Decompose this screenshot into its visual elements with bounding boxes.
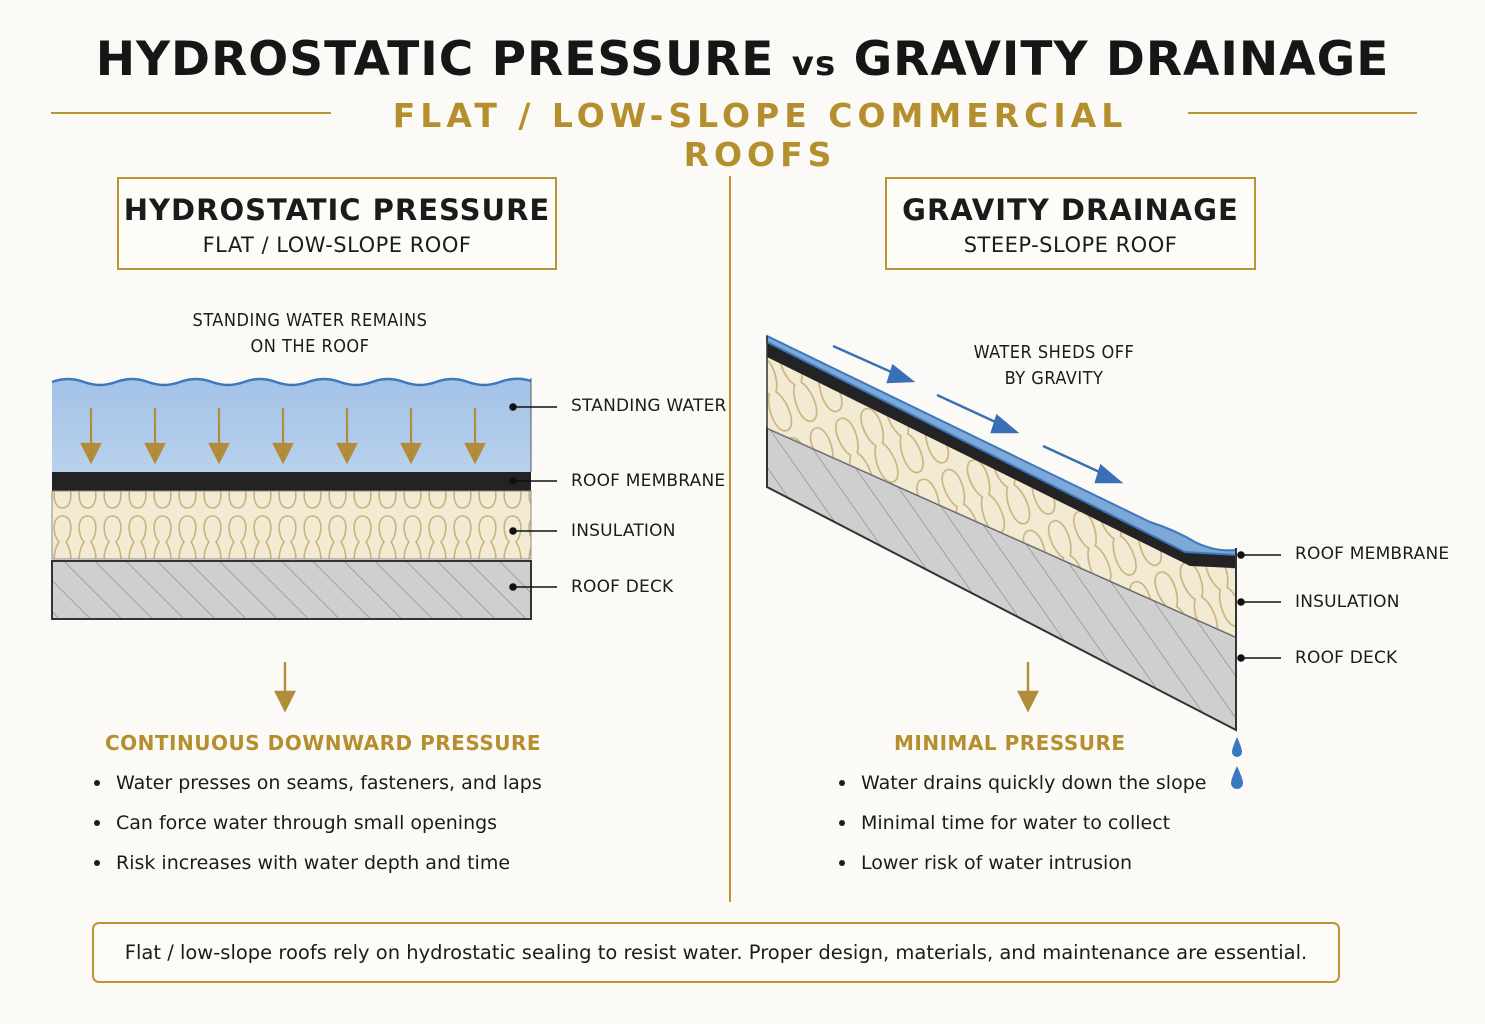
right-panel-heading: GRAVITY DRAINAGE <box>902 193 1239 227</box>
left-caption-line2: ON THE ROOF <box>250 336 370 357</box>
right-panel-subheading: STEEP-SLOPE ROOF <box>963 233 1178 257</box>
right-result-arrow <box>1017 662 1039 713</box>
label-roof-membrane-left: ROOF MEMBRANE <box>571 471 726 491</box>
label-roof-deck-left: ROOF DECK <box>571 577 674 597</box>
left-panel-subheading: FLAT / LOW-SLOPE ROOF <box>202 233 472 257</box>
title-left: HYDROSTATIC PRESSURE <box>95 32 775 87</box>
label-insulation-left: INSULATION <box>571 521 676 541</box>
right-leader-lines <box>1237 551 1281 662</box>
subtitle: FLAT / LOW-SLOPE COMMERCIAL ROOFS <box>392 96 1128 174</box>
left-bullet-list: Water presses on seams, fasteners, and l… <box>94 763 542 883</box>
subtitle-rule-left <box>51 112 331 114</box>
flow-arrows <box>832 344 1124 484</box>
roof-deck-layer <box>51 560 532 620</box>
right-bullet-3: Lower risk of water intrusion <box>839 843 1206 883</box>
sloped-roof-section <box>766 334 1281 789</box>
right-caption-line1: WATER SHEDS OFF <box>973 342 1135 363</box>
title-vs: vs <box>791 44 837 84</box>
title-right: GRAVITY DRAINAGE <box>853 32 1390 87</box>
left-caption: STANDING WATER REMAINS ON THE ROOF <box>150 308 470 360</box>
left-bullet-3: Risk increases with water depth and time <box>94 843 542 883</box>
left-bullet-1: Water presses on seams, fasteners, and l… <box>94 763 542 803</box>
label-roof-membrane-right: ROOF MEMBRANE <box>1295 544 1450 564</box>
right-bullet-list: Water drains quickly down the slope Mini… <box>839 763 1206 883</box>
center-divider <box>729 176 731 902</box>
footer-note: Flat / low-slope roofs rely on hydrostat… <box>124 941 1308 964</box>
left-leader-lines <box>509 403 557 591</box>
main-title: HYDROSTATIC PRESSURE vs GRAVITY DRAINAGE <box>0 32 1485 87</box>
pressure-arrows <box>80 408 486 465</box>
roof-membrane-layer <box>52 472 531 491</box>
label-standing-water: STANDING WATER <box>571 396 727 416</box>
left-caption-line1: STANDING WATER REMAINS <box>192 310 428 331</box>
right-bullet-2: Minimal time for water to collect <box>839 803 1206 843</box>
footer-note-box: Flat / low-slope roofs rely on hydrostat… <box>92 922 1340 983</box>
left-result-arrow <box>274 662 296 713</box>
left-panel-heading: HYDROSTATIC PRESSURE <box>123 193 551 227</box>
right-effect-heading: MINIMAL PRESSURE <box>894 731 1126 755</box>
left-effect-heading: CONTINUOUS DOWNWARD PRESSURE <box>105 731 542 755</box>
subtitle-rule-right <box>1188 112 1417 114</box>
right-caption: WATER SHEDS OFF BY GRAVITY <box>920 340 1188 392</box>
label-roof-deck-right: ROOF DECK <box>1295 648 1398 668</box>
right-panel-header: GRAVITY DRAINAGE STEEP-SLOPE ROOF <box>885 177 1256 270</box>
right-bullet-1: Water drains quickly down the slope <box>839 763 1206 803</box>
standing-water-layer <box>52 378 531 472</box>
insulation-layer <box>51 490 532 560</box>
left-panel-header: HYDROSTATIC PRESSURE FLAT / LOW-SLOPE RO… <box>117 177 557 270</box>
water-drip-icon <box>1231 737 1243 789</box>
right-caption-line2: BY GRAVITY <box>1004 368 1104 389</box>
label-insulation-right: INSULATION <box>1295 592 1400 612</box>
flat-roof-section <box>51 377 557 713</box>
left-bullet-2: Can force water through small openings <box>94 803 542 843</box>
